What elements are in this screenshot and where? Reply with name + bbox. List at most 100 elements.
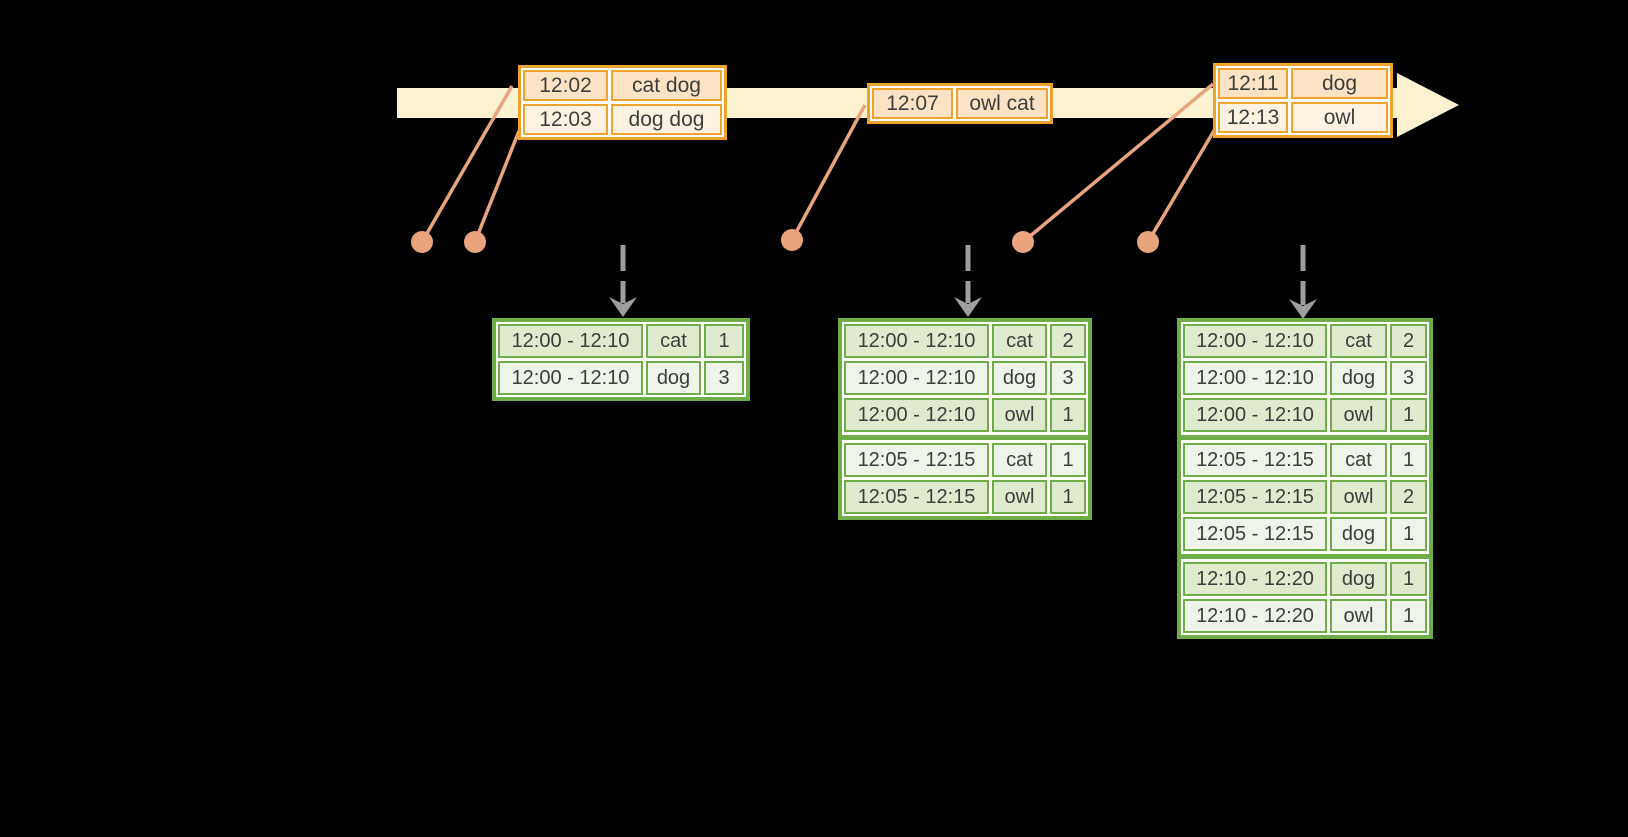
window-cell: 12:00 - 12:10 <box>844 398 989 432</box>
window-group-divider <box>842 435 1088 440</box>
event-dot <box>781 229 803 251</box>
count-cell: 3 <box>704 361 744 395</box>
event-words-cell: owl cat <box>956 88 1048 119</box>
count-cell: 2 <box>1050 324 1086 358</box>
event-connector-line <box>473 130 521 243</box>
count-cell: 3 <box>1390 361 1427 395</box>
event-connector-line <box>790 104 867 241</box>
event-words-cell: cat dog <box>611 70 722 101</box>
word-cell: cat <box>1330 443 1387 477</box>
window-cell: 12:10 - 12:20 <box>1183 599 1327 633</box>
timeline-arrowhead-icon <box>1397 73 1459 137</box>
word-cell: cat <box>1330 324 1387 358</box>
window-cell: 12:00 - 12:10 <box>1183 324 1327 358</box>
count-cell: 1 <box>1390 398 1427 432</box>
window-cell: 12:00 - 12:10 <box>498 324 643 358</box>
window-group-divider <box>1181 554 1429 559</box>
event-dot <box>411 231 433 253</box>
window-cell: 12:05 - 12:15 <box>1183 443 1327 477</box>
word-cell: cat <box>992 324 1047 358</box>
window-cell: 12:05 - 12:15 <box>844 480 989 514</box>
word-cell: owl <box>1330 599 1387 633</box>
window-cell: 12:10 - 12:20 <box>1183 562 1327 596</box>
trigger-arrowhead-icon <box>1289 299 1317 319</box>
word-cell: dog <box>646 361 701 395</box>
count-cell: 1 <box>704 324 744 358</box>
window-cell: 12:00 - 12:10 <box>844 324 989 358</box>
event-words-cell: owl <box>1291 102 1388 133</box>
event-connector-line <box>1146 128 1217 243</box>
word-cell: owl <box>992 480 1047 514</box>
count-cell: 1 <box>1390 443 1427 477</box>
count-cell: 1 <box>1390 562 1427 596</box>
event-time-cell: 12:13 <box>1218 102 1288 133</box>
word-cell: owl <box>992 398 1047 432</box>
word-cell: owl <box>1330 398 1387 432</box>
event-time-cell: 12:02 <box>523 70 608 101</box>
count-cell: 3 <box>1050 361 1086 395</box>
count-cell: 1 <box>1390 599 1427 633</box>
event-time-cell: 12:07 <box>872 88 953 119</box>
count-cell: 1 <box>1390 517 1427 551</box>
event-dot <box>464 231 486 253</box>
window-cell: 12:00 - 12:10 <box>844 361 989 395</box>
trigger-arrowhead-icon <box>609 297 637 317</box>
word-cell: owl <box>1330 480 1387 514</box>
window-cell: 12:05 - 12:15 <box>844 443 989 477</box>
word-cell: cat <box>646 324 701 358</box>
event-words-cell: dog dog <box>611 104 722 135</box>
count-cell: 2 <box>1390 324 1427 358</box>
word-cell: dog <box>992 361 1047 395</box>
count-cell: 1 <box>1050 398 1086 432</box>
event-connector-line <box>420 85 514 243</box>
window-cell: 12:05 - 12:15 <box>1183 517 1327 551</box>
window-cell: 12:05 - 12:15 <box>1183 480 1327 514</box>
event-connector-line <box>1021 82 1215 244</box>
event-words-cell: dog <box>1291 68 1388 99</box>
count-cell: 1 <box>1050 443 1086 477</box>
trigger-arrowhead-icon <box>954 297 982 317</box>
word-cell: dog <box>1330 361 1387 395</box>
event-dot <box>1012 231 1034 253</box>
window-cell: 12:00 - 12:10 <box>1183 361 1327 395</box>
event-time-cell: 12:11 <box>1218 68 1288 99</box>
word-cell: dog <box>1330 517 1387 551</box>
event-dot <box>1137 231 1159 253</box>
count-cell: 1 <box>1050 480 1086 514</box>
